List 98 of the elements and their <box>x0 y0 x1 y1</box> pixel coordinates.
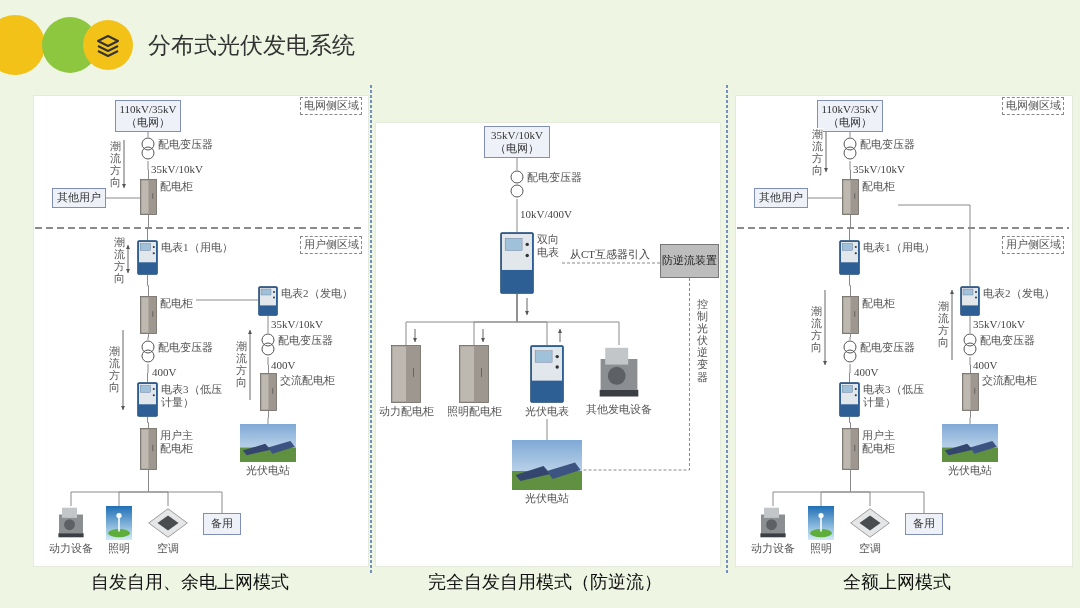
node-label: 交流配电柜 <box>280 373 336 387</box>
node-label: 配电变压器 <box>860 340 916 354</box>
edge-label: 400V <box>271 359 296 372</box>
node-label: 配电变压器 <box>980 333 1036 347</box>
node-label: 空调 <box>157 542 179 555</box>
node-label: 照明配电柜 <box>446 405 502 418</box>
node-label: 配电柜 <box>160 296 194 310</box>
region-tag: 用户侧区域 <box>1002 236 1064 254</box>
node-label: 用户主配电柜 <box>160 428 194 455</box>
region-tag: 电网侧区域 <box>1002 97 1064 115</box>
node-label: 电表2（发电） <box>983 286 1056 300</box>
node-label: 光伏电站 <box>525 492 569 505</box>
flow-direction-label: 潮流方向 <box>113 236 125 285</box>
connector-line <box>105 197 141 199</box>
flow-direction-label: 潮流方向 <box>811 128 823 177</box>
connector-line <box>581 277 690 471</box>
edge-label: 从CT互感器引入 <box>570 248 651 261</box>
node-label: 电表3（低压计量） <box>161 382 223 409</box>
node-label: 照明 <box>810 542 832 555</box>
flow-direction-label: 潮流方向 <box>810 305 822 354</box>
connector-line <box>969 410 971 425</box>
node-label: 配电变压器 <box>860 137 916 151</box>
connector-line <box>267 356 269 374</box>
connector-line <box>147 363 149 383</box>
entity-box: 其他用户 <box>52 188 106 208</box>
connector-line <box>147 274 149 297</box>
node-label: 动力设备 <box>49 542 93 555</box>
region-tag: 用户侧区域 <box>300 236 362 254</box>
connector-line <box>849 363 851 383</box>
node-label: 配电柜 <box>160 179 194 193</box>
node-label: 配电变压器 <box>158 137 214 151</box>
node-label: 用户主配电柜 <box>862 428 896 455</box>
connector-line <box>267 410 269 425</box>
connector-line <box>897 204 971 287</box>
mode-caption: 全额上网模式 <box>843 570 951 594</box>
title: 分布式光伏发电系统 <box>148 31 355 60</box>
mode-caption: 自发自用、余电上网模式 <box>91 570 289 594</box>
edge-label: 400V <box>973 359 998 372</box>
connector-line <box>546 418 548 441</box>
flow-direction-label: 潮流方向 <box>108 345 120 394</box>
connector-line <box>516 293 620 346</box>
connector-line <box>147 160 149 180</box>
connector-line <box>147 333 149 341</box>
entity-box: 110kV/35kV （电网） <box>115 100 181 132</box>
node-label: 配电柜 <box>862 296 896 310</box>
connector-line <box>849 333 851 341</box>
edge-label: 35kV/10kV <box>271 318 323 331</box>
edge-label: 控制光伏逆变器 <box>696 298 708 383</box>
connector-line <box>195 299 259 301</box>
connector-line <box>561 262 661 264</box>
node-label: 电表1（用电） <box>161 240 234 254</box>
edge-label: 400V <box>854 366 879 379</box>
edge-label: 400V <box>152 366 177 379</box>
node-label: 光伏电表 <box>525 405 569 418</box>
flow-direction-label: 潮流方向 <box>235 340 247 389</box>
connector-line <box>969 315 971 334</box>
node-label: 电表3（低压计量） <box>863 382 925 409</box>
connector-line <box>267 315 269 334</box>
connector-line <box>849 131 851 138</box>
connector-line <box>147 214 149 241</box>
edge-label: 35kV/10kV <box>973 318 1025 331</box>
edge-label: 35kV/10kV <box>853 163 905 176</box>
connector-line <box>147 416 149 429</box>
node-label: 配电变压器 <box>158 340 214 354</box>
node-label: 配电变压器 <box>527 170 583 184</box>
connector-line <box>849 214 851 241</box>
node-label: 照明 <box>108 542 130 555</box>
mode-caption: 完全自发自用模式（防逆流） <box>428 570 662 594</box>
flow-direction-label: 潮流方向 <box>109 140 121 189</box>
entity-box: 防逆流装置 <box>660 244 719 278</box>
connector-line <box>969 356 971 374</box>
edge-label: 35kV/10kV <box>151 163 203 176</box>
connector-line <box>516 198 518 233</box>
node-label: 电表2（发电） <box>281 286 354 300</box>
entity-box: 备用 <box>905 513 943 535</box>
node-label: 空调 <box>859 542 881 555</box>
connector-line <box>849 274 851 297</box>
entity-box: 35kV/10kV （电网） <box>484 126 550 158</box>
node-label: 交流配电柜 <box>982 373 1038 387</box>
region-tag: 电网侧区域 <box>300 97 362 115</box>
node-label: 电表1（用电） <box>863 240 936 254</box>
connector-line <box>147 131 149 138</box>
connector-line <box>807 197 843 199</box>
node-label: 配电变压器 <box>278 333 334 347</box>
entity-box: 其他用户 <box>754 188 808 208</box>
edge-label: 10kV/400V <box>520 208 572 221</box>
flow-direction-label: 潮流方向 <box>937 300 949 349</box>
node-label: 动力设备 <box>751 542 795 555</box>
entity-box: 备用 <box>203 513 241 535</box>
node-label: 其他发电设备 <box>586 403 652 416</box>
connector-line <box>849 416 851 429</box>
node-label: 动力配电柜 <box>378 405 434 418</box>
connector-line <box>516 157 518 171</box>
node-label: 光伏电站 <box>246 464 290 477</box>
node-label: 双向电表 <box>537 232 560 259</box>
node-label: 光伏电站 <box>948 464 992 477</box>
connector-line <box>849 160 851 180</box>
node-label: 配电柜 <box>862 179 896 193</box>
